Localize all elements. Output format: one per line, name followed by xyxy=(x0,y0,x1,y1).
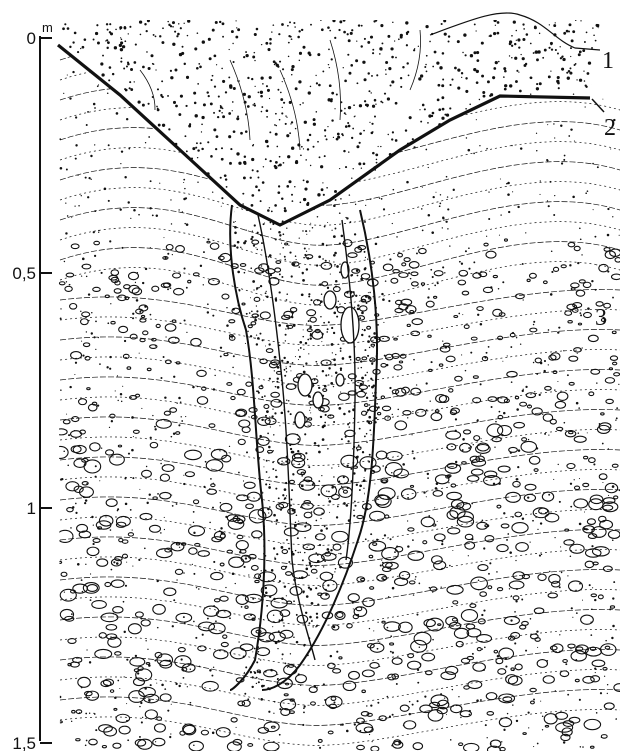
layer-label-3: 3 xyxy=(595,305,607,331)
scale-tick-label-1: 0,5 xyxy=(12,264,36,283)
layer-label-2: 2 xyxy=(604,115,616,141)
scale-tick-label-3: 1,5 xyxy=(12,734,36,751)
depth-scale-ticks: 0m 0,5 1 1,5 xyxy=(12,20,52,751)
scale-unit-label: m xyxy=(42,20,53,35)
layer-label-1: 1 xyxy=(602,48,614,74)
top-layer-fill xyxy=(59,19,620,232)
layer-2-pointer xyxy=(592,99,604,112)
stratified-layer-fill xyxy=(53,42,625,751)
scale-tick-label-0: 0 xyxy=(27,29,36,48)
wedge-left-edge xyxy=(230,205,264,690)
scale-tick-label-2: 1 xyxy=(27,499,36,518)
